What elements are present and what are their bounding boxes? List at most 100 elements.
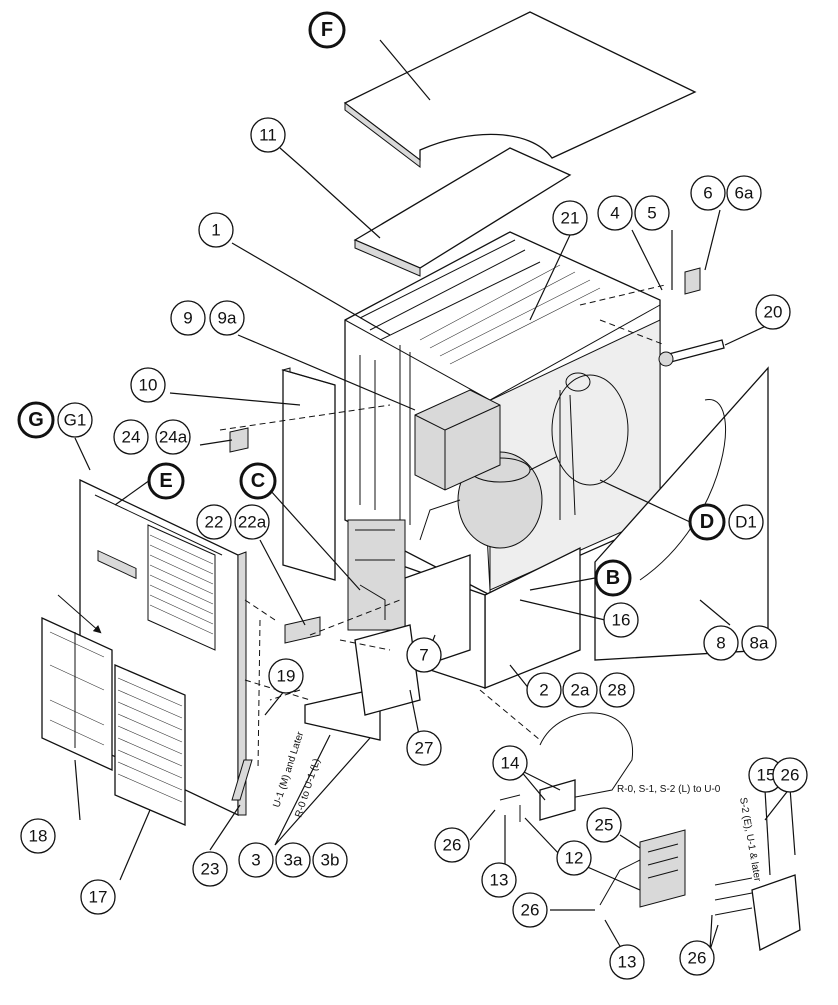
svg-text:13: 13 xyxy=(490,871,509,890)
bracket-23 xyxy=(231,759,253,801)
svg-text:6a: 6a xyxy=(735,184,754,203)
callout-7: 7 xyxy=(406,637,442,673)
callout-3b: 3b xyxy=(312,842,348,878)
callout-e: E xyxy=(147,462,185,500)
screw-20 xyxy=(664,339,725,364)
svg-text:17: 17 xyxy=(89,888,108,907)
callout-1: 1 xyxy=(198,212,234,248)
callout-23: 23 xyxy=(192,851,228,887)
svg-text:15: 15 xyxy=(757,766,776,785)
callout-8: 8 xyxy=(703,625,739,661)
svg-text:11: 11 xyxy=(259,126,277,145)
bracket-3 xyxy=(304,687,381,741)
svg-text:G1: G1 xyxy=(64,411,87,430)
screw-20-head xyxy=(658,351,674,367)
condenser-fan xyxy=(551,372,629,520)
svg-text:B: B xyxy=(606,567,620,589)
callout-b: B xyxy=(594,559,632,597)
svg-text:D1: D1 xyxy=(735,513,757,532)
svg-text:22a: 22a xyxy=(238,513,267,532)
svg-text:6: 6 xyxy=(703,184,712,203)
callout-5: 5 xyxy=(634,195,670,231)
svg-text:D: D xyxy=(700,511,714,533)
callout-28: 28 xyxy=(599,672,635,708)
svg-text:F: F xyxy=(321,19,333,41)
svg-text:9a: 9a xyxy=(218,309,237,328)
callout-g1: G1 xyxy=(57,402,93,438)
harness-12-14 xyxy=(499,712,633,822)
svg-text:C: C xyxy=(251,470,265,492)
svg-text:7: 7 xyxy=(419,646,428,665)
callout-3: 3 xyxy=(238,842,274,878)
top-panel-f xyxy=(343,11,697,162)
callout-26-bottom: 26 xyxy=(679,940,715,976)
note-s2-later: S-2 (E), U-1 & later xyxy=(737,797,763,883)
callout-14: 14 xyxy=(492,745,528,781)
svg-text:16: 16 xyxy=(612,611,631,630)
callout-26-top: 26 xyxy=(772,757,808,793)
svg-text:26: 26 xyxy=(781,766,800,785)
callout-26-left: 26 xyxy=(434,827,470,863)
callout-16: 16 xyxy=(603,602,639,638)
svg-text:13: 13 xyxy=(618,953,637,972)
svg-text:8: 8 xyxy=(716,634,725,653)
svg-text:3b: 3b xyxy=(321,851,340,870)
callout-17: 17 xyxy=(80,879,116,915)
svg-text:22: 22 xyxy=(205,513,224,532)
callout-9: 9 xyxy=(170,300,206,336)
callout-13-upper: 13 xyxy=(481,862,517,898)
callout-25: 25 xyxy=(586,807,622,843)
svg-text:24: 24 xyxy=(122,428,141,447)
callout-12: 12 xyxy=(556,840,592,876)
arrow-install xyxy=(57,594,102,634)
louver-17 xyxy=(114,664,186,826)
svg-text:26: 26 xyxy=(521,901,540,920)
callout-4: 4 xyxy=(597,195,633,231)
callout-10: 10 xyxy=(130,367,166,403)
panel-10-edge xyxy=(281,367,336,386)
svg-text:25: 25 xyxy=(595,816,614,835)
svg-text:19: 19 xyxy=(277,667,296,686)
plate-6 xyxy=(684,267,701,295)
float-switch-c xyxy=(347,519,406,631)
svg-text:12: 12 xyxy=(565,849,584,868)
bracket-24 xyxy=(229,427,249,453)
callout-19: 19 xyxy=(268,658,304,694)
svg-text:1: 1 xyxy=(211,221,220,240)
bracket-22 xyxy=(284,616,321,644)
control-box-9 xyxy=(414,389,501,491)
note-r0-u0: R-0, S-1, S-2 (L) to U-0 xyxy=(617,784,721,795)
svg-text:9: 9 xyxy=(183,309,192,328)
callout-22a: 22a xyxy=(234,504,270,540)
svg-text:28: 28 xyxy=(608,681,627,700)
panel-10 xyxy=(282,369,336,581)
callout-27: 27 xyxy=(406,730,442,766)
svg-text:4: 4 xyxy=(610,204,619,223)
callout-g: G xyxy=(17,401,55,439)
callout-2: 2 xyxy=(526,672,562,708)
svg-text:G: G xyxy=(28,409,44,431)
callout-26-middle: 26 xyxy=(512,892,548,928)
note-r0-u1: R-0 to U-1 (L) xyxy=(293,757,322,819)
callout-20: 20 xyxy=(755,294,791,330)
callout-6: 6 xyxy=(690,175,726,211)
filter-18 xyxy=(41,616,113,772)
top-panel-11-edge xyxy=(354,239,421,277)
svg-text:20: 20 xyxy=(764,303,783,322)
callout-21: 21 xyxy=(552,200,588,236)
callout-3a: 3a xyxy=(275,842,311,878)
svg-text:18: 18 xyxy=(29,827,48,846)
svg-text:10: 10 xyxy=(139,376,158,395)
svg-text:2: 2 xyxy=(539,681,548,700)
svg-text:23: 23 xyxy=(201,860,220,879)
callout-9a: 9a xyxy=(209,300,245,336)
callout-18: 18 xyxy=(20,818,56,854)
callout-22: 22 xyxy=(196,504,232,540)
callout-c: C xyxy=(239,462,277,500)
callout-f: F xyxy=(308,11,346,49)
svg-text:8a: 8a xyxy=(750,634,769,653)
svg-text:3: 3 xyxy=(251,851,260,870)
svg-text:27: 27 xyxy=(415,739,434,758)
callout-11: 11 xyxy=(250,117,286,153)
